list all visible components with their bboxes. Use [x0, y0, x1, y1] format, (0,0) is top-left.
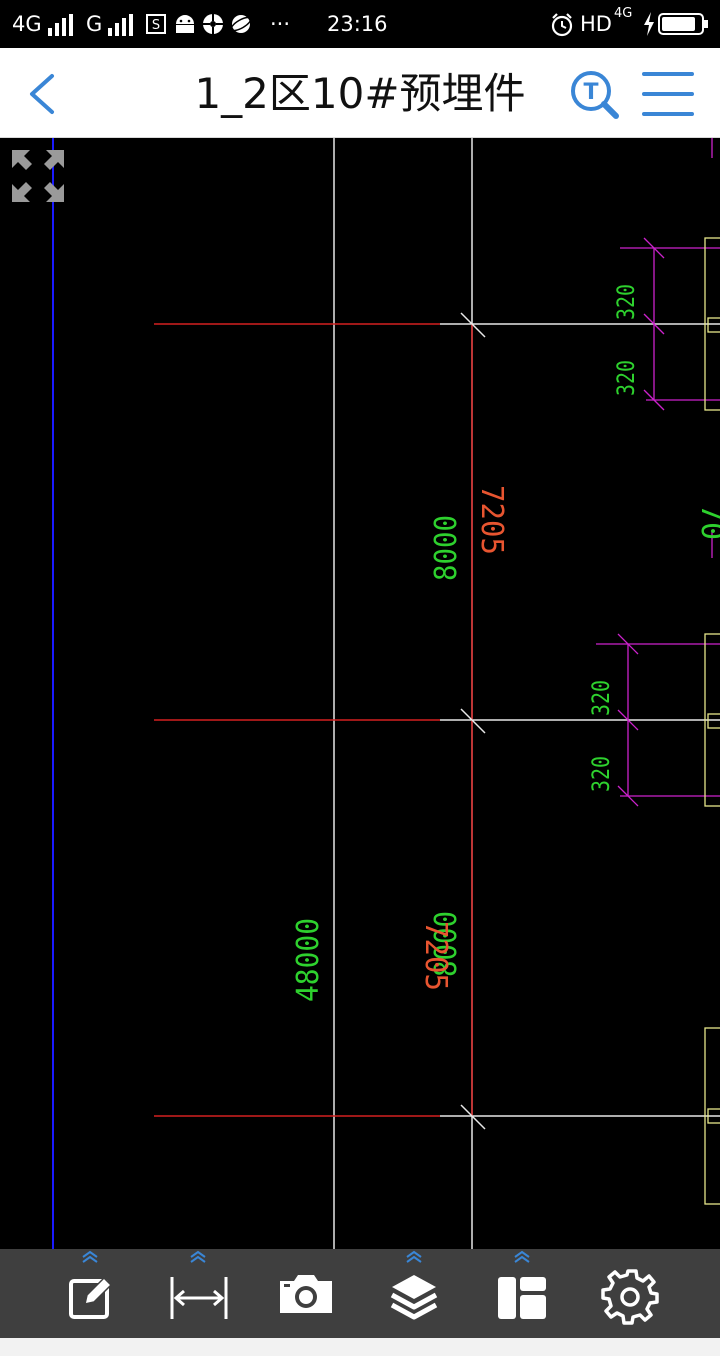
layout-icon	[498, 1250, 546, 1319]
edit-icon	[69, 1250, 113, 1319]
dim-label-320: 320	[612, 284, 640, 320]
system-nav-area	[0, 1338, 720, 1356]
expand-arrows-icon	[12, 150, 64, 202]
signal-bars-icon	[108, 14, 133, 36]
text-search-button[interactable]: T	[564, 64, 624, 124]
bottom-toolbar	[0, 1249, 720, 1338]
hamburger-icon	[642, 72, 694, 116]
horizontal-grid-lines	[154, 323, 720, 1117]
measure-tool-button[interactable]	[160, 1249, 236, 1338]
magenta-dimension-upper	[620, 138, 720, 411]
app-header: 1_2区10#预埋件 T	[0, 48, 720, 138]
layers-tool-button[interactable]	[376, 1249, 452, 1338]
svg-text:T: T	[583, 80, 598, 105]
more-notifications-label: ···	[270, 12, 291, 36]
dim-label-7205-upper: 7205	[474, 485, 509, 555]
net-4g-label: 4G	[614, 6, 633, 21]
camera-icon	[280, 1275, 332, 1313]
annotate-tool-button[interactable]	[52, 1249, 128, 1338]
charging-bolt-icon	[644, 12, 654, 36]
settings-tool-button[interactable]	[592, 1249, 668, 1338]
embedded-plates	[704, 237, 720, 1205]
clock-label: 23:16	[327, 12, 388, 36]
sim-icon: S	[146, 14, 166, 34]
fullscreen-button[interactable]	[10, 148, 66, 204]
dimension-ticks	[460, 312, 486, 1130]
signal-bars-icon	[48, 14, 73, 36]
fan-icon	[203, 14, 223, 34]
dim-label-320: 320	[612, 360, 640, 396]
alarm-icon	[551, 13, 573, 37]
dim-label-8000-upper: 8000	[429, 515, 464, 581]
page-title: 1_2区10#预埋件	[194, 69, 526, 118]
dim-label-7205-lower: 7205	[418, 921, 453, 991]
dim-label-48000: 48000	[291, 918, 326, 1002]
gear-icon	[601, 1269, 659, 1325]
dim-label-8000-lower: 8000	[429, 911, 464, 977]
battery-icon	[658, 13, 708, 35]
dim-label-320: 320	[587, 680, 615, 716]
layout-tool-button[interactable]	[484, 1249, 560, 1338]
magenta-dimension-middle	[596, 530, 720, 807]
drawing-canvas[interactable]: 8000 7205 8000 7205 48000 320 320 320 32…	[0, 138, 720, 1249]
menu-button[interactable]	[636, 64, 700, 124]
signal-4g-label: 4G	[12, 12, 42, 36]
signal-g-label: G	[86, 12, 103, 36]
hd-label: HD	[580, 12, 612, 36]
android-icon	[176, 15, 194, 33]
chevron-left-icon	[30, 74, 54, 114]
layers-icon	[390, 1250, 438, 1320]
dim-label-320: 320	[587, 756, 615, 792]
svg-text:S: S	[152, 18, 160, 33]
text-search-icon: T	[571, 71, 619, 119]
planet-icon	[230, 15, 252, 33]
dim-label-partial: 70	[694, 504, 720, 540]
cad-drawing[interactable]: 8000 7205 8000 7205 48000 320 320 320 32…	[0, 138, 720, 1249]
measure-icon	[170, 1250, 228, 1319]
status-bar: 4G G S ··· 23:16 HD 4G	[0, 0, 720, 48]
dimension-labels: 8000 7205 8000 7205 48000 320 320 320 32…	[291, 284, 720, 1002]
back-button[interactable]	[16, 62, 76, 124]
camera-tool-button[interactable]	[268, 1249, 344, 1338]
